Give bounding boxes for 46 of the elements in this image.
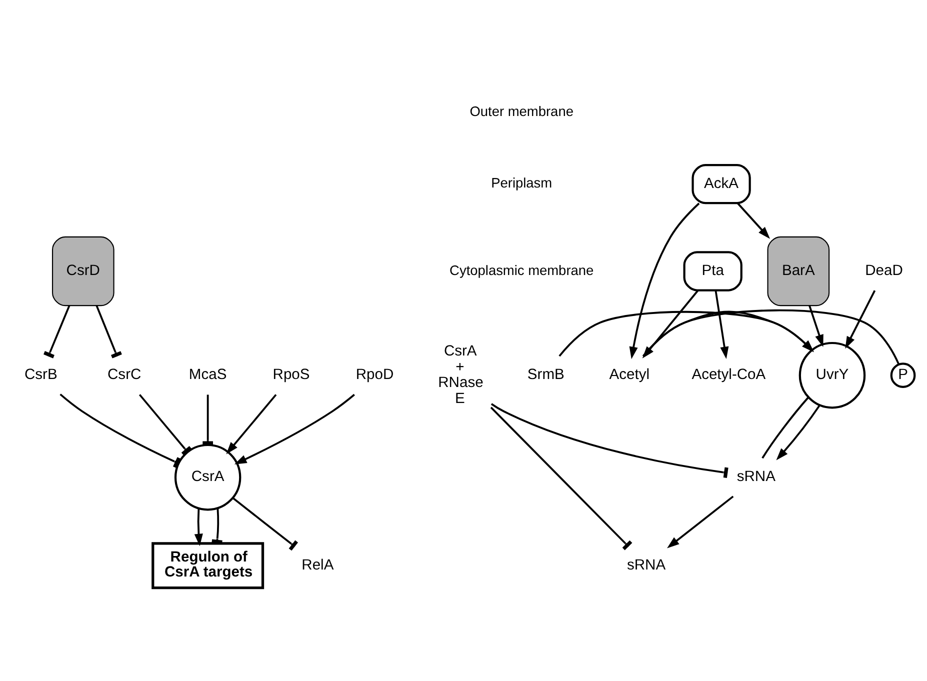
- node-box: Regulon of CsrA targets: [152, 542, 264, 590]
- connector: [44, 305, 70, 358]
- node-text: McaS: [188, 367, 227, 384]
- arrow: [714, 290, 729, 360]
- arrow: [845, 290, 876, 349]
- connector: [762, 396, 809, 459]
- node-text: RpoD: [356, 367, 394, 384]
- label: Outer membrane: [470, 104, 574, 119]
- arrow: [808, 305, 824, 347]
- label: Cytoplasmic membrane: [450, 262, 594, 278]
- connector: [490, 406, 632, 550]
- node-text: sRNA: [736, 469, 776, 486]
- arrow: [642, 290, 699, 358]
- node-box: CsrD: [52, 236, 114, 306]
- arrow: [194, 508, 203, 546]
- node-text: Acetyl-CoA: [692, 367, 766, 384]
- arrow: [234, 394, 355, 464]
- arrow: [629, 202, 700, 360]
- node-circle: UvrY: [798, 342, 866, 409]
- node-text: RpoS: [272, 367, 310, 384]
- node-circle: P: [890, 362, 916, 388]
- connector: [138, 394, 192, 456]
- connector: [96, 305, 122, 358]
- connector: [490, 403, 728, 478]
- node-text: sRNA: [626, 557, 666, 574]
- connector: [212, 508, 222, 544]
- arrow: [226, 394, 277, 454]
- connector: [642, 309, 900, 365]
- connector: [202, 394, 213, 445]
- node-box: Pta: [683, 251, 742, 292]
- node-text: SrmB: [527, 367, 564, 384]
- arrow: [558, 310, 814, 357]
- node-box: BarA: [767, 236, 830, 306]
- arrow: [736, 202, 770, 239]
- arrow: [776, 404, 820, 460]
- node-text: Acetyl: [609, 367, 650, 384]
- node-text: CsrB: [24, 367, 58, 384]
- node-text: DeaD: [865, 263, 903, 280]
- node-text: RelA: [302, 557, 334, 574]
- node-box: AckA: [692, 164, 751, 204]
- connector: [60, 394, 181, 468]
- connector: [232, 497, 298, 551]
- label: Periplasm: [491, 176, 552, 191]
- arrow: [667, 496, 734, 548]
- node-text: CsrC: [108, 367, 142, 384]
- node-text: CsrA + RNase E: [438, 343, 484, 407]
